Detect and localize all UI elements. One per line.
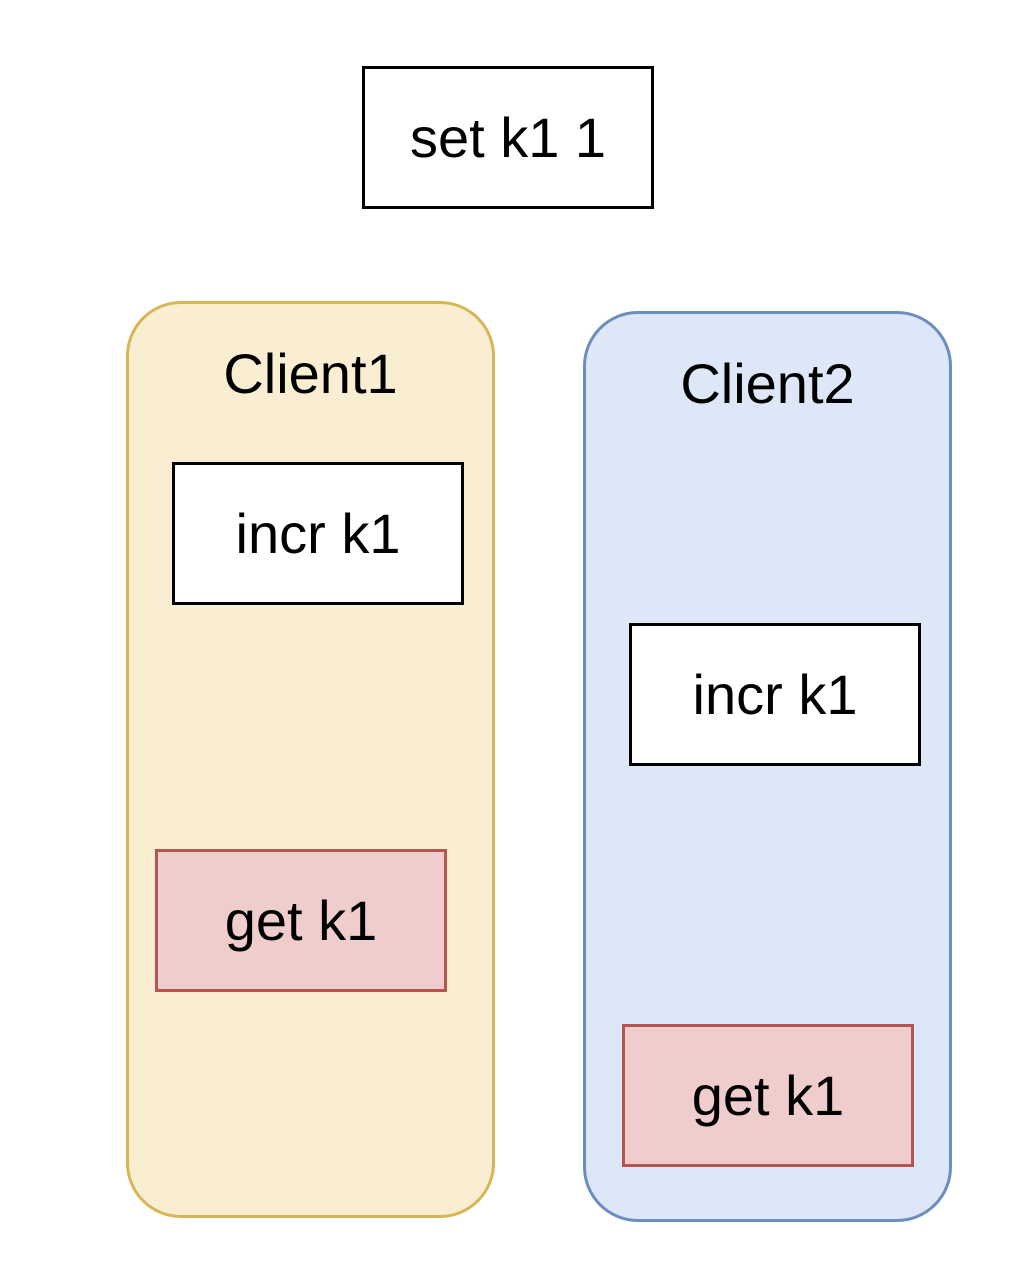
client2-get-box: get k1 — [622, 1024, 914, 1167]
client1-incr-label: incr k1 — [235, 501, 401, 565]
client2-get-label: get k1 — [691, 1063, 845, 1127]
client1-title: Client1 — [223, 342, 398, 405]
client2-incr-box: incr k1 — [629, 623, 921, 766]
client2-incr-label: incr k1 — [692, 662, 858, 726]
client1-get-label: get k1 — [224, 888, 378, 952]
set-command-label: set k1 1 — [409, 105, 607, 169]
client2-title: Client2 — [680, 352, 855, 415]
client1-container: Client1 — [126, 301, 495, 1218]
set-command-box: set k1 1 — [362, 66, 654, 209]
client1-get-box: get k1 — [155, 849, 447, 992]
client1-incr-box: incr k1 — [172, 462, 464, 605]
